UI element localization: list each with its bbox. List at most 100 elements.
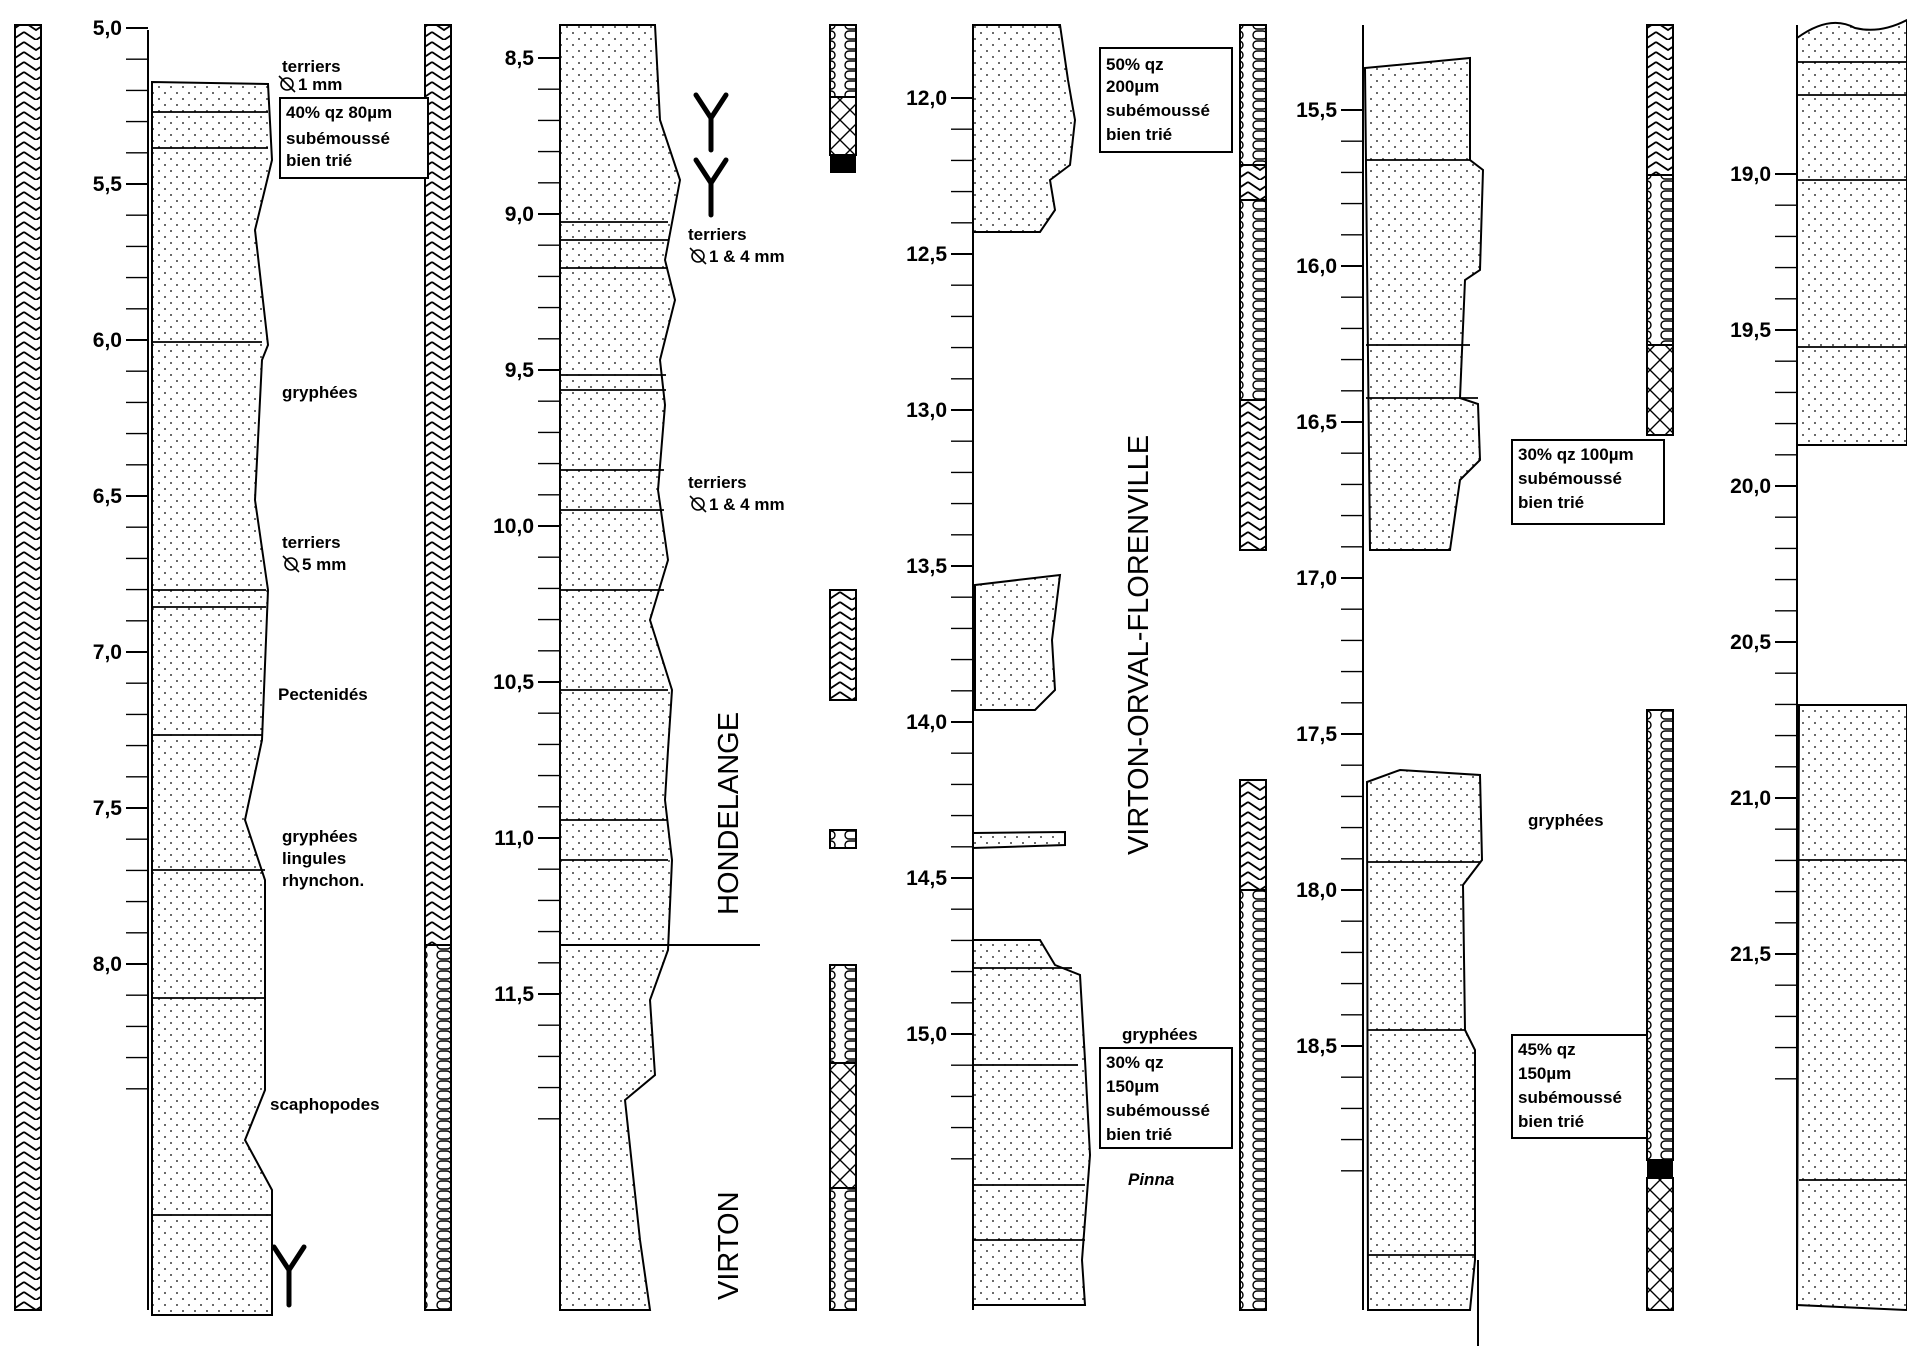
depth-tick-label: 7,0 — [93, 641, 122, 664]
svg-text:1 & 4 mm: 1 & 4 mm — [709, 495, 785, 514]
svg-text:subémoussé: subémoussé — [1106, 101, 1210, 120]
svg-text:30% qz 100µm: 30% qz 100µm — [1518, 445, 1634, 464]
depth-tick-label: 14,0 — [906, 711, 947, 734]
formation-label-virton: VIRTON — [713, 1191, 745, 1300]
info-box-b1: 40% qz 80µm subémoussé bien trié — [279, 97, 429, 179]
lithology-block-5b — [1795, 704, 1907, 1312]
burrow-diameter-icon — [284, 557, 298, 571]
depth-tick-label: 5,5 — [93, 173, 123, 196]
bar-3-zigzag-3 — [1239, 779, 1267, 891]
depth-tick-label: 9,5 — [505, 359, 535, 382]
depth-tick-label: 12,0 — [906, 87, 947, 110]
svg-text:150µm: 150µm — [1518, 1064, 1571, 1083]
svg-text:150µm: 150µm — [1106, 1077, 1159, 1096]
svg-text:bien trié: bien trié — [1106, 125, 1172, 144]
depth-tick-label: 21,0 — [1730, 787, 1771, 810]
bar-4-cross-low — [1646, 1177, 1674, 1311]
note-c1-gryphees: gryphées — [282, 383, 358, 402]
info-box-b3: 30% qz 150µm subémoussé bien trié — [1099, 1047, 1233, 1149]
bar-3-zigzag-1 — [1239, 164, 1267, 201]
svg-text:terriers: terriers — [688, 225, 747, 244]
depth-tick-label: 15,5 — [1296, 99, 1337, 122]
depth-tick-label: 16,5 — [1296, 411, 1337, 434]
note-c1-rhynchon: rhynchon. — [282, 871, 364, 890]
svg-text:bien trié: bien trié — [1518, 1112, 1584, 1131]
svg-text:5 mm: 5 mm — [302, 555, 346, 574]
depth-tick-label: 10,5 — [493, 671, 534, 694]
note-c1-scaphopodes: scaphopodes — [270, 1095, 380, 1114]
svg-text:subémoussé: subémoussé — [1518, 469, 1622, 488]
burrow-diameter-icon — [691, 249, 705, 263]
bar-top-cells — [829, 24, 857, 98]
depth-tick-label: 20,0 — [1730, 475, 1771, 498]
side-bar-zigzag — [14, 24, 42, 1311]
depth-tick-label: 19,0 — [1730, 163, 1771, 186]
log-column-4: 15,516,016,517,017,518,018,5 — [1296, 24, 1674, 1346]
lithology-column-1 — [151, 80, 274, 1316]
bar-low-cross — [829, 1062, 857, 1189]
lithology-block-3a — [972, 24, 1077, 233]
note-c3-gryphees: gryphées — [1122, 1025, 1198, 1044]
note-c4-gryphees: gryphées — [1528, 811, 1604, 830]
lithology-block-3b — [974, 573, 1062, 711]
bioturbation-symbols — [271, 92, 729, 1308]
note-c1-gryphees-2: gryphées — [282, 827, 358, 846]
lithology-column-2 — [559, 24, 682, 1311]
depth-tick-label: 12,5 — [906, 243, 947, 266]
info-box-b5: 45% qz 150µm subémoussé bien trié — [1511, 1034, 1648, 1139]
bar-3-zigzag-2 — [1239, 399, 1267, 551]
bar-3-cells-top — [1239, 24, 1267, 166]
depth-tick-label: 14,5 — [906, 867, 947, 890]
depth-tick-label: 11,0 — [494, 827, 534, 850]
depth-axis-1: 5,05,56,06,57,07,58,0 — [93, 17, 149, 1310]
note-c2-terriers-1: terriers 1 & 4 mm — [688, 225, 785, 266]
note-c3-pinna: Pinna — [1128, 1170, 1174, 1189]
svg-text:subémoussé: subémoussé — [1106, 1101, 1210, 1120]
bar-upper-zigzag — [424, 24, 452, 946]
formation-label-virton-orval-florenville: VIRTON-ORVAL-FLORENVILLE — [1123, 435, 1155, 855]
bar-mid-zigzag — [829, 589, 857, 701]
axis-ticks-1: 5,05,56,06,57,07,58,0 — [93, 17, 148, 1090]
svg-text:1 & 4 mm: 1 & 4 mm — [709, 247, 785, 266]
bedding-lines-3 — [973, 967, 1085, 1241]
depth-tick-label: 8,0 — [93, 953, 122, 976]
depth-tick-label: 8,5 — [505, 47, 535, 70]
note-c1-terriers-5mm: terriers 5 mm — [282, 533, 346, 574]
bar-4-cells — [1646, 174, 1674, 346]
bar-3-cells-2 — [1239, 199, 1267, 401]
axis-ticks-3: 12,0 12,5 13,0 13,5 14,0 14,5 15,0 — [906, 87, 973, 1160]
bedding-lines-5 — [1797, 61, 1907, 1181]
bar-lower-cells — [424, 944, 452, 1311]
depth-tick-label: 10,0 — [493, 515, 534, 538]
lithology-block-3c — [972, 830, 1066, 850]
info-box-b2: 50% qz 200µm subémoussé bien trié — [1099, 47, 1233, 153]
depth-tick-label: 6,5 — [93, 485, 123, 508]
bar-top-black — [830, 155, 856, 173]
lithology-block-4a — [1363, 56, 1485, 551]
bedding-lines-4 — [1366, 159, 1480, 1256]
note-c1-lingules: lingules — [282, 849, 346, 868]
bedding-lines-1 — [152, 111, 272, 1216]
svg-text:40% qz 80µm: 40% qz 80µm — [286, 103, 392, 122]
svg-text:terriers: terriers — [688, 473, 747, 492]
depth-tick-label: 15,0 — [906, 1023, 947, 1046]
note-c1-terriers-1mm: terriers 1 mm — [278, 57, 342, 94]
log-column-1: 5,05,56,06,57,07,58,0 — [14, 17, 452, 1316]
depth-tick-label: 20,5 — [1730, 631, 1771, 654]
formation-label-hondelange: HONDELANGE — [713, 712, 745, 915]
lithology-block-5a — [1796, 18, 1907, 446]
svg-text:subémoussé: subémoussé — [286, 129, 390, 148]
depth-tick-label: 13,5 — [906, 555, 947, 578]
bar-low-cells — [829, 964, 857, 1064]
depth-tick-label: 21,5 — [1730, 943, 1771, 966]
depth-tick-label: 18,5 — [1296, 1035, 1337, 1058]
note-c2-terriers-2: terriers 1 & 4 mm — [688, 473, 785, 514]
log-column-5: 19,019,520,020,521,021,5 — [1730, 18, 1907, 1312]
depth-tick-label: 13,0 — [906, 399, 947, 422]
depth-tick-label: 17,5 — [1296, 723, 1337, 746]
burrow-diameter-icon — [691, 497, 705, 511]
depth-tick-label: 11,5 — [494, 983, 534, 1006]
svg-text:bien trié: bien trié — [1106, 1125, 1172, 1144]
depth-tick-label: 16,0 — [1296, 255, 1337, 278]
